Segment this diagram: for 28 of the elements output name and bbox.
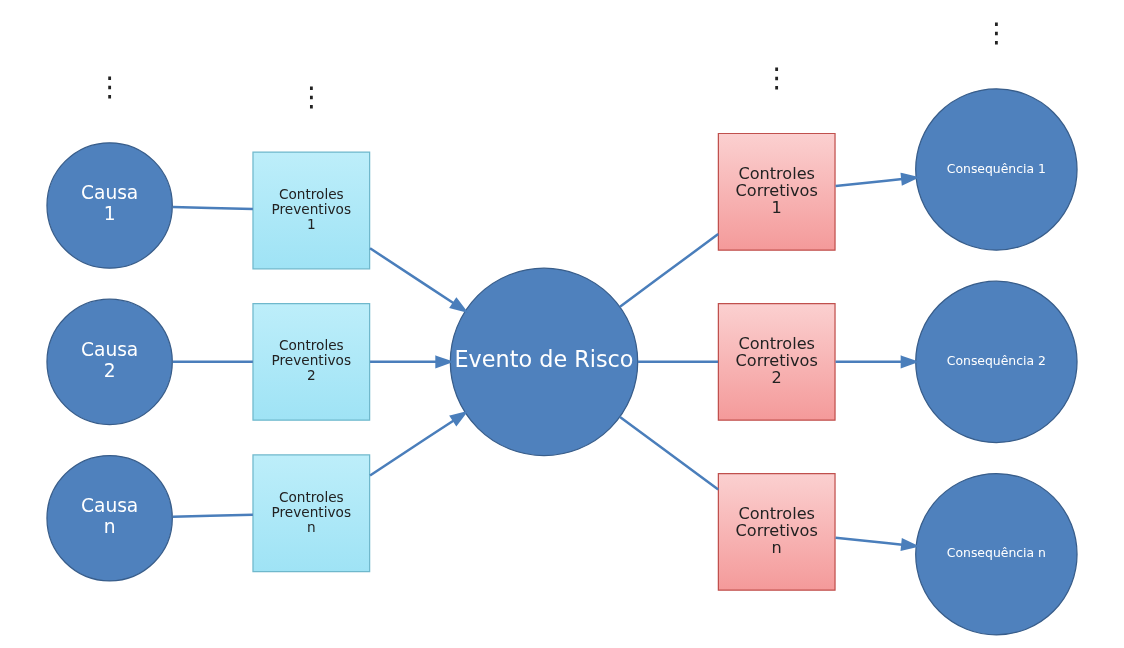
node-circle: Causa 2 <box>46 298 173 426</box>
arrow <box>835 355 920 369</box>
connector <box>172 360 253 364</box>
node-box: Controles Corretivos 2 <box>717 302 836 421</box>
node-box: Controles Preventivos 2 <box>252 302 371 421</box>
node-circle: Consequência n <box>915 472 1078 636</box>
connector <box>172 513 253 518</box>
connector <box>637 360 719 364</box>
label: ⋮ <box>982 17 1011 49</box>
node-circle: Causa n <box>46 454 173 582</box>
label: ⋮ <box>95 70 124 102</box>
label: ⋮ <box>763 62 791 94</box>
connector <box>619 233 719 308</box>
arrow <box>370 355 454 369</box>
arrow <box>835 172 920 188</box>
arrow <box>369 410 469 477</box>
connector <box>619 416 719 491</box>
connector <box>172 205 253 211</box>
node-circle: Causa 1 <box>46 142 173 269</box>
node-box: Controles Corretivos 1 <box>717 132 836 251</box>
arrow <box>835 536 920 552</box>
node-box: Controles Preventivos 1 <box>252 151 371 270</box>
node-circle: Consequência 1 <box>915 88 1078 251</box>
arrow <box>369 247 469 313</box>
label: ⋮ <box>297 80 325 112</box>
node-box: Controles Corretivos n <box>717 472 836 591</box>
node-circle: Consequência 2 <box>915 280 1078 444</box>
node-box: Controles Preventivos n <box>252 454 371 573</box>
